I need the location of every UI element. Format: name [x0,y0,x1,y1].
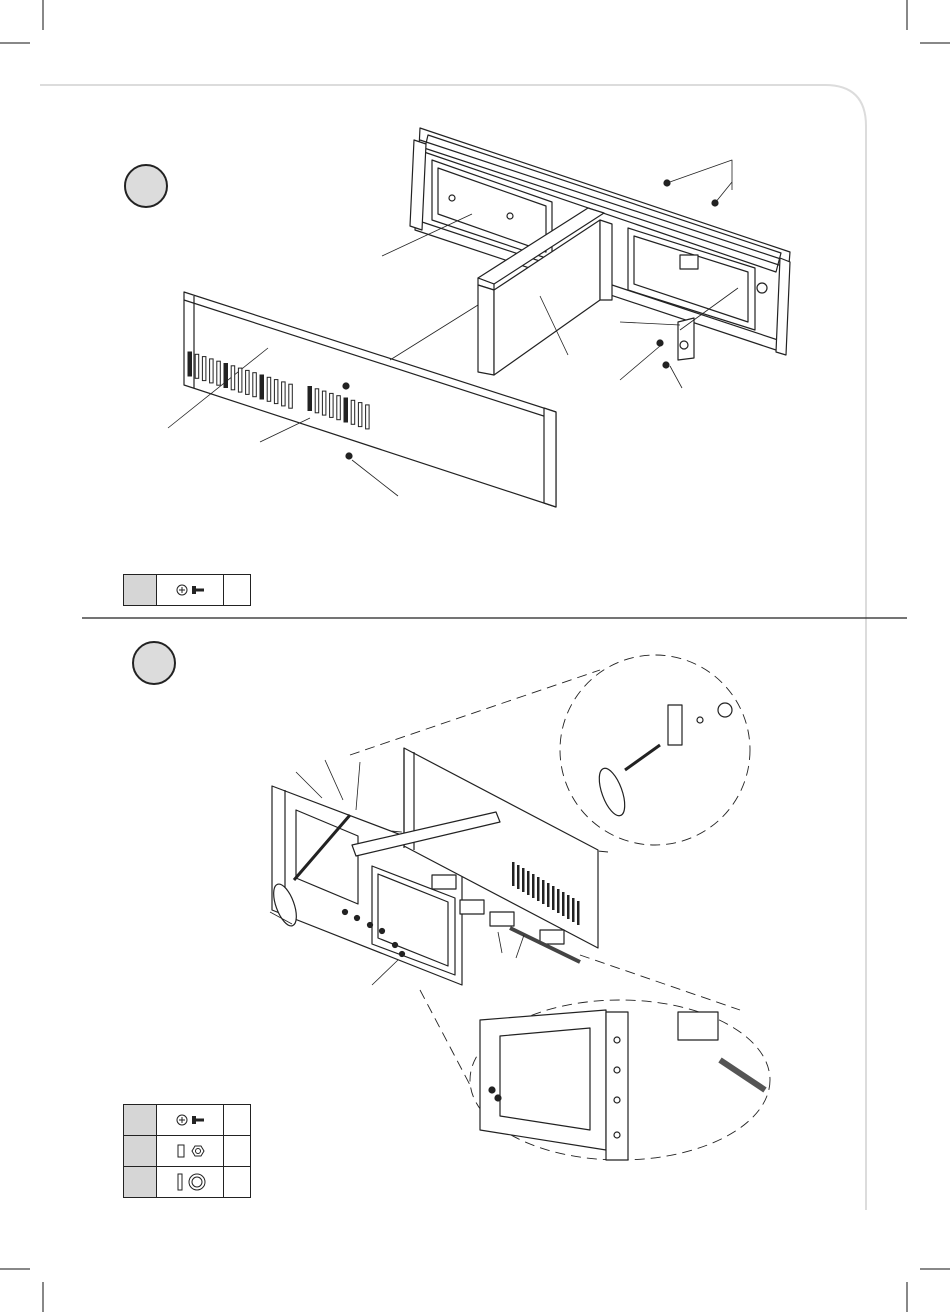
vent-slot [315,389,319,413]
screwdriver-detail [594,703,732,819]
vent-slot [351,400,355,424]
vent-slot [195,354,199,378]
vent-slot [210,359,214,383]
vent-slot [366,405,370,429]
part-qty [224,575,251,606]
vent-slot [231,366,235,390]
bracket [678,318,694,360]
vent-slot [527,871,530,895]
screw-icon [157,575,224,606]
part-qty [224,1167,251,1198]
vent-slot [557,889,560,913]
step-1-number-badge [124,164,168,208]
vent-slot [517,865,520,889]
part-qty [224,1105,251,1136]
parts-row [124,1167,251,1198]
vent-slot [202,357,206,381]
vent-slot [542,880,545,904]
vent-slot [562,892,565,916]
vent-slot [282,382,286,406]
vent-slot [552,886,555,910]
step-1-parts-table [123,574,251,606]
vent-slot [238,368,242,392]
part-key [124,575,157,606]
vent-slot [512,862,515,886]
parts-row [124,575,251,606]
vent-slot [577,901,580,925]
part-key [124,1167,157,1198]
screw-icon [157,1105,224,1136]
vent-slot [260,375,264,399]
part-key [124,1105,157,1136]
step-2-number-badge [132,641,176,685]
step-2-parts-table [123,1104,251,1198]
vent-slot [537,877,540,901]
step-2-drawing [269,655,770,1160]
vent-slot [337,396,341,420]
vent-slot [330,393,334,417]
vent-slot [217,361,221,385]
frame-assembly [272,748,598,985]
vent-slot [274,380,278,404]
step-1-drawing [168,128,790,507]
vent-slot [322,391,326,415]
nut-icon [157,1136,224,1167]
vent-slot [289,384,293,408]
vent-slot [246,370,250,394]
vent-slot [253,373,256,397]
vent-slot [547,883,550,907]
detail-bottom-content [480,1010,765,1160]
vent-slot [188,352,192,376]
vent-slot [532,874,535,898]
vent-slot [224,364,228,388]
vent-slot [344,398,348,422]
vent-slot [308,387,312,411]
parts-row [124,1105,251,1136]
parts-row [124,1136,251,1167]
part-key [124,1136,157,1167]
part-qty [224,1136,251,1167]
vent-slot [358,403,362,427]
vent-slot [567,895,570,919]
washer-icon [157,1167,224,1198]
vent-slot [267,377,271,401]
vent-slot [572,898,575,922]
vent-slot [522,868,525,892]
